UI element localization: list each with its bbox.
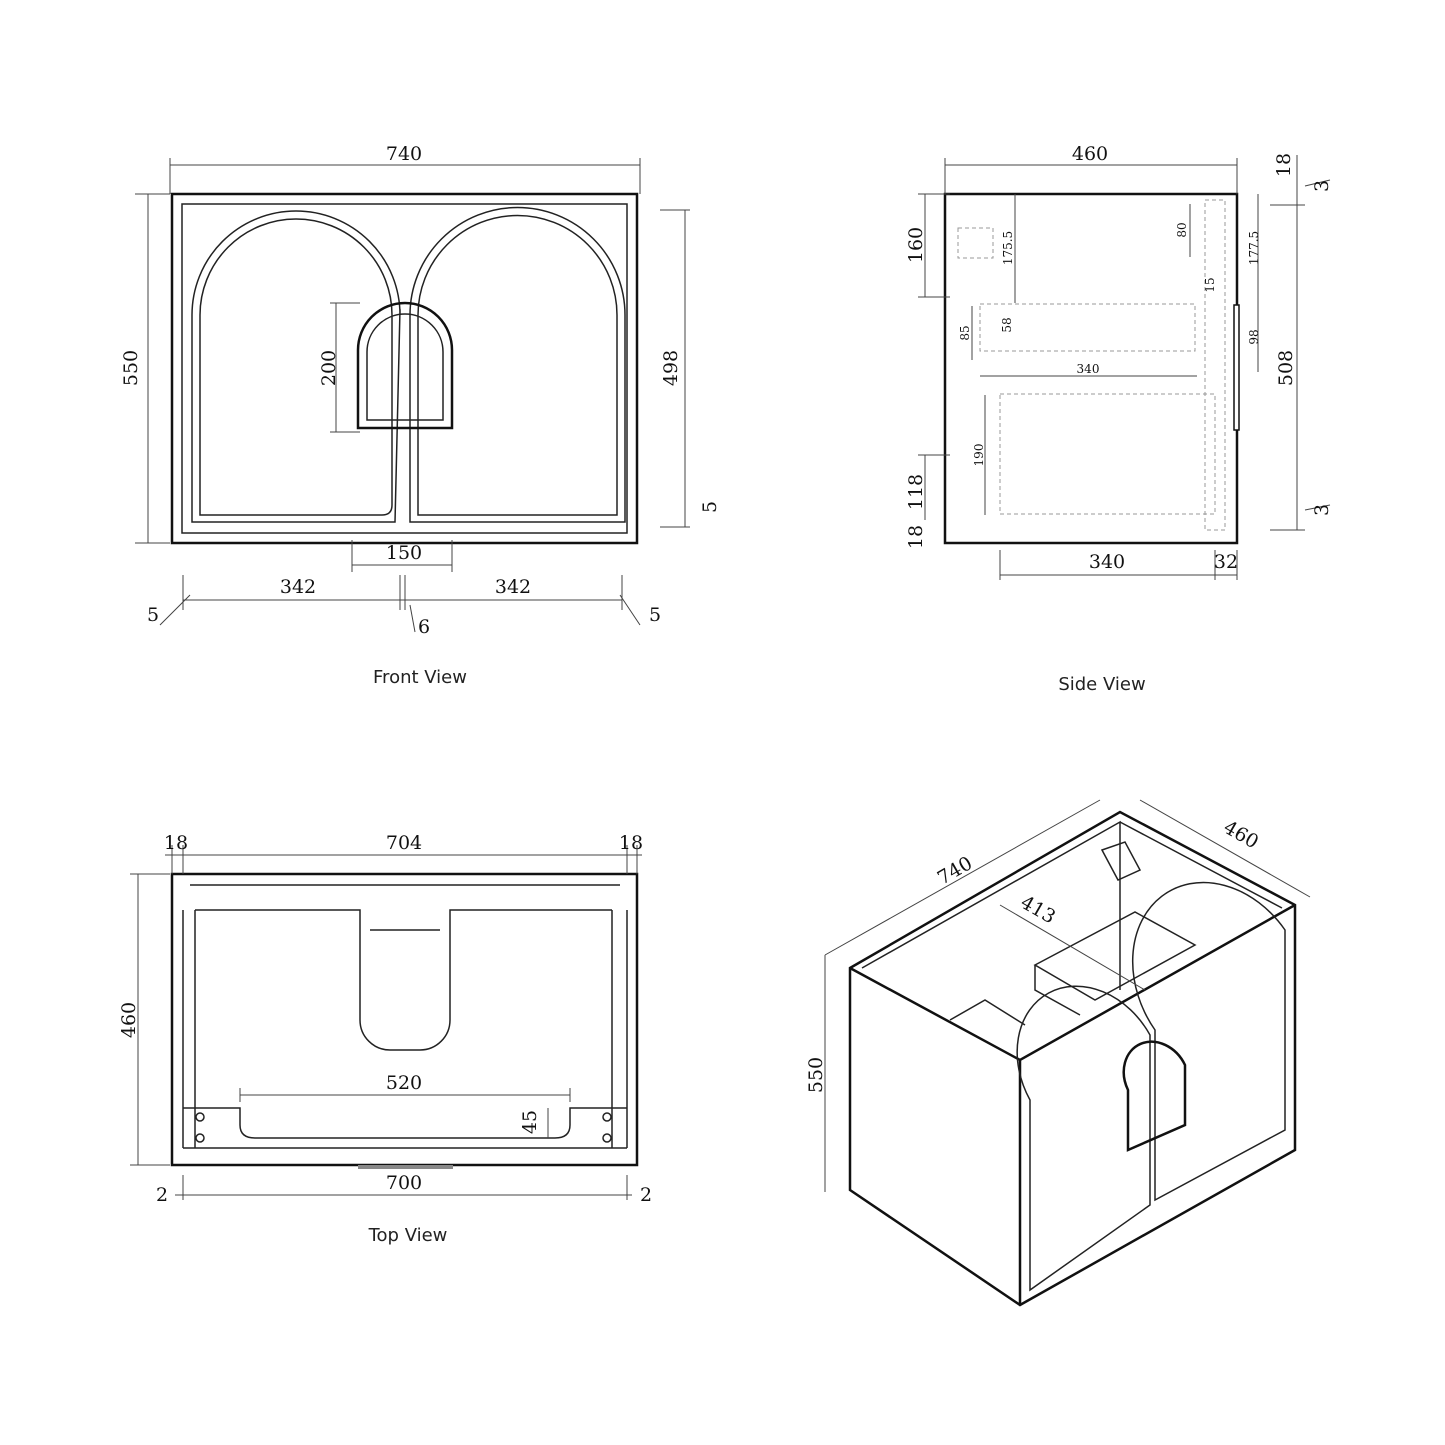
top-handle [358, 1165, 453, 1169]
dim-drawer-height: 85 [958, 325, 972, 340]
dim-lower-drawer: 190 [972, 444, 986, 467]
dim-bottom-gap: 5 [699, 501, 721, 513]
top-view-caption: Top View [368, 1225, 448, 1246]
front-cabinet-outline [170, 192, 639, 545]
dim-bottom-depth: 340 [1089, 551, 1125, 573]
left-door-arch [191, 210, 401, 523]
dim-depth: 460 [1072, 143, 1108, 165]
top-cabinet-outline [170, 872, 639, 1167]
side-view-caption: Side View [1058, 674, 1145, 695]
dim-drawer-depth: 340 [1077, 362, 1100, 376]
dim-top-bracket: 160 [905, 227, 927, 263]
iso-dim-height: 550 [805, 1057, 827, 1093]
right-door-arch [409, 206, 626, 523]
dim-door-left: 342 [280, 576, 316, 598]
isometric-view: 740 460 413 550 [805, 799, 1311, 1307]
dim-hinge: 80 [1175, 222, 1189, 237]
dim-door-height: 508 [1275, 350, 1297, 386]
iso-cabinet-outline [848, 810, 1297, 1307]
dim-top-panel: 18 [1273, 153, 1295, 177]
side-view: 460 160 118 18 175.5 80 177.5 15 85 58 3… [905, 143, 1333, 695]
dim-inset: 15 [1203, 277, 1217, 292]
dim-gap-center: 6 [418, 616, 430, 638]
dim-cutout-width: 520 [386, 1072, 422, 1094]
dim-side-left: 18 [164, 832, 188, 854]
front-view: 740 550 498 5 200 150 342 342 5 6 5 Fron… [120, 143, 721, 688]
dim-side-right: 18 [619, 832, 643, 854]
dim-height: 550 [120, 350, 142, 386]
dim-depth: 460 [118, 1002, 140, 1038]
dim-bottom-gap: 3 [1311, 504, 1333, 516]
front-inner-frame [181, 203, 628, 534]
dim-inner-height: 498 [660, 350, 682, 386]
dim-gap-left: 5 [147, 604, 159, 626]
dim-drawer-top: 175.5 [1001, 231, 1015, 265]
arch-handle [356, 301, 454, 430]
iso-dim-width: 740 [934, 852, 976, 889]
dim-bottom-bracket: 118 [905, 474, 927, 510]
dim-gap-right: 5 [649, 604, 661, 626]
front-view-caption: Front View [373, 667, 467, 688]
dim-door-right: 342 [495, 576, 531, 598]
iso-dim-depth: 460 [1220, 816, 1262, 853]
dim-right-top: 177.5 [1247, 231, 1261, 265]
top-view: 18 704 18 460 520 45 700 2 2 Top View [118, 832, 652, 1246]
dim-top-gap: 3 [1311, 180, 1333, 192]
dim-gap-left: 2 [156, 1184, 168, 1206]
dim-cutout-depth: 45 [519, 1110, 541, 1134]
dim-door-width: 700 [386, 1172, 422, 1194]
iso-handle [1122, 1040, 1187, 1152]
dim-handle-width: 150 [386, 542, 422, 564]
dim-width: 740 [386, 143, 422, 165]
dim-drawer-inner: 58 [1000, 317, 1014, 332]
dim-bottom-panel: 18 [905, 525, 927, 549]
side-handle [1233, 304, 1240, 431]
dim-handle: 98 [1247, 329, 1261, 344]
dim-door-thickness: 32 [1214, 551, 1238, 573]
dim-handle-height: 200 [318, 350, 340, 386]
dim-gap-right: 2 [640, 1184, 652, 1206]
dim-inner-width: 704 [386, 832, 422, 854]
iso-dim-inner-depth: 413 [1017, 891, 1059, 928]
